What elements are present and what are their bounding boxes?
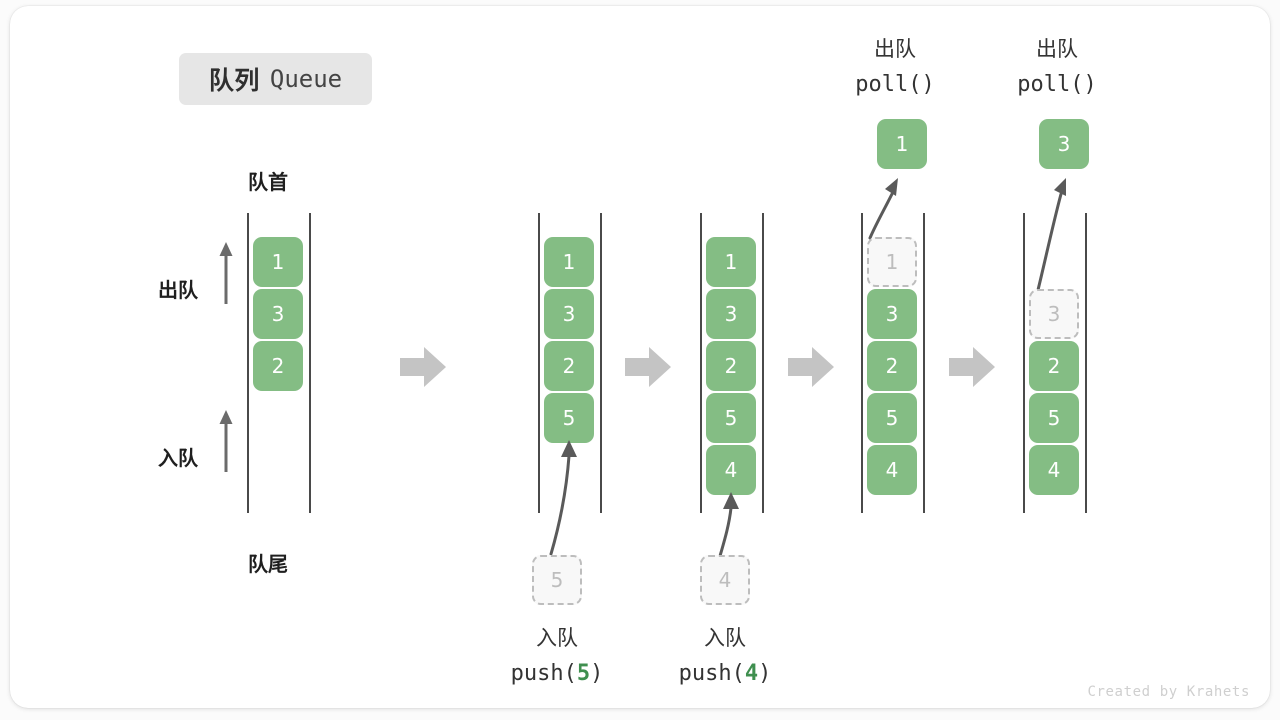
queue-rail-left xyxy=(247,213,249,513)
queue-cell-new: 4 xyxy=(706,445,756,495)
enqueue-side-label: 入队 xyxy=(158,446,198,470)
queue-cell: 3 xyxy=(544,289,594,339)
front-label: 队首 xyxy=(248,170,288,194)
queue-cell: 2 xyxy=(706,341,756,391)
queue-rail-right xyxy=(762,213,764,513)
push-5-code-arg: 5 xyxy=(576,661,591,686)
push-5-code: push(5) xyxy=(442,656,672,692)
poll-3-code: poll() xyxy=(972,67,1142,103)
poll-3-label: 出队 poll() xyxy=(972,31,1142,103)
queue-cell: 3 xyxy=(867,289,917,339)
poll-1-code-suffix: ) xyxy=(921,72,935,97)
poll-1-cn: 出队 xyxy=(874,37,916,61)
queue-cell: 2 xyxy=(253,341,303,391)
poll-arrow-3 xyxy=(1024,172,1104,296)
queue-cell: 2 xyxy=(1029,341,1079,391)
queue-cell: 3 xyxy=(706,289,756,339)
queue-cell: 5 xyxy=(1029,393,1079,443)
queue-cell: 4 xyxy=(1029,445,1079,495)
push-4-code: push(4) xyxy=(610,656,840,692)
push-4-label: 入队 push(4) xyxy=(610,620,840,692)
queue-cell-new: 5 xyxy=(544,393,594,443)
flow-arrow-icon xyxy=(949,347,995,387)
title-en: Queue xyxy=(269,65,343,93)
queue-cell: 5 xyxy=(867,393,917,443)
push-5-code-prefix: push( xyxy=(510,661,577,686)
ghost-cell-removed: 3 xyxy=(1029,289,1079,339)
push-arrow-4 xyxy=(696,486,766,558)
queue-cell: 3 xyxy=(253,289,303,339)
diagram-title-badge: 队列 Queue xyxy=(179,53,372,105)
queue-rail-right xyxy=(1085,213,1087,513)
popped-cell: 3 xyxy=(1039,119,1089,169)
title-cn: 队列 xyxy=(208,66,260,95)
push-4-code-arg: 4 xyxy=(744,661,759,686)
push-4-code-prefix: push( xyxy=(678,661,745,686)
flow-arrow-icon xyxy=(788,347,834,387)
queue-cell: 2 xyxy=(867,341,917,391)
queue-cell: 1 xyxy=(253,237,303,287)
popped-cell: 1 xyxy=(877,119,927,169)
poll-3-code-suffix: ) xyxy=(1083,72,1097,97)
dequeue-direction-arrow xyxy=(216,242,236,304)
watermark: Created by Krahets xyxy=(1087,684,1250,700)
dequeue-side-label: 出队 xyxy=(158,278,198,302)
push-5-code-suffix: ) xyxy=(590,661,604,686)
push-4-cn: 入队 xyxy=(704,626,746,650)
push-5-label: 入队 push(5) xyxy=(442,620,672,692)
flow-arrow-icon xyxy=(400,347,446,387)
queue-rail-left xyxy=(700,213,702,513)
queue-rail-right xyxy=(600,213,602,513)
push-arrow-5 xyxy=(528,434,598,556)
push-5-cn: 入队 xyxy=(536,626,578,650)
rear-label: 队尾 xyxy=(248,552,288,576)
queue-cell: 2 xyxy=(544,341,594,391)
queue-rail-left xyxy=(861,213,863,513)
poll-1-code-prefix: poll( xyxy=(855,72,922,97)
diagram-canvas: 队列 Queue 队首 出队 入队 队尾 1 3 2 xyxy=(10,6,1270,708)
queue-rail-right xyxy=(309,213,311,513)
queue-cell: 4 xyxy=(867,445,917,495)
poll-1-label: 出队 poll() xyxy=(810,31,980,103)
ghost-cell-incoming: 4 xyxy=(700,555,750,605)
queue-rail-left xyxy=(538,213,540,513)
enqueue-direction-arrow xyxy=(216,410,236,472)
poll-3-code-prefix: poll( xyxy=(1017,72,1084,97)
poll-3-cn: 出队 xyxy=(1036,37,1078,61)
flow-arrow-icon xyxy=(625,347,671,387)
diagram-card: 队列 Queue 队首 出队 入队 队尾 1 3 2 xyxy=(10,6,1270,708)
ghost-cell-removed: 1 xyxy=(867,237,917,287)
queue-rail-left xyxy=(1023,213,1025,513)
poll-arrow-1 xyxy=(862,172,932,240)
queue-rail-right xyxy=(923,213,925,513)
ghost-cell-incoming: 5 xyxy=(532,555,582,605)
queue-cell: 5 xyxy=(706,393,756,443)
queue-cell: 1 xyxy=(544,237,594,287)
poll-1-code: poll() xyxy=(810,67,980,103)
push-4-code-suffix: ) xyxy=(758,661,772,686)
queue-cell: 1 xyxy=(706,237,756,287)
